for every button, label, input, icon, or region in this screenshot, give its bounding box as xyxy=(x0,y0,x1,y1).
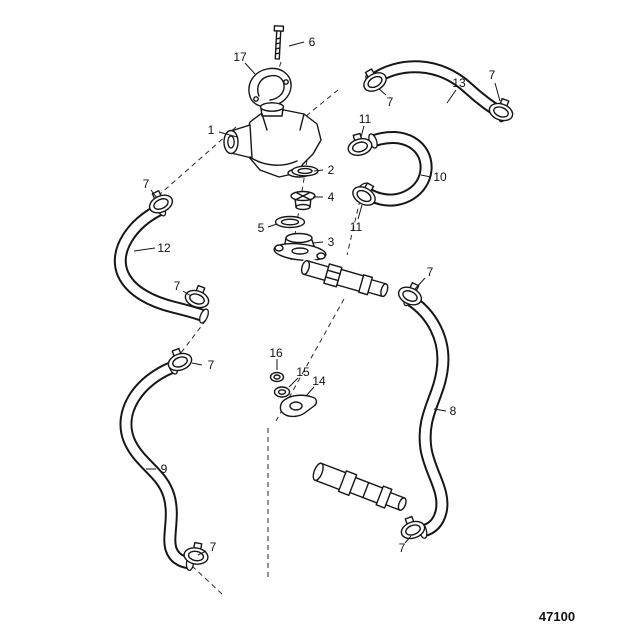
callouts: 6 17 13 7 7 1 11 2 10 4 11 7 5 3 12 7 7 … xyxy=(133,35,501,556)
callout-7f: 7 xyxy=(191,358,215,372)
drawing-number: 47100 xyxy=(539,609,575,624)
svg-text:10: 10 xyxy=(433,170,447,184)
svg-text:2: 2 xyxy=(328,163,335,177)
svg-text:7: 7 xyxy=(399,541,406,555)
callout-13: 13 xyxy=(446,76,466,104)
svg-text:15: 15 xyxy=(296,365,310,379)
thermostat xyxy=(290,190,316,211)
callout-17: 17 xyxy=(233,50,256,75)
nut xyxy=(269,371,285,383)
callout-3: 3 xyxy=(312,235,335,249)
callout-8: 8 xyxy=(433,404,457,418)
pipe-assembly xyxy=(310,460,412,517)
svg-text:7: 7 xyxy=(427,265,434,279)
svg-text:9: 9 xyxy=(161,462,168,476)
svg-text:12: 12 xyxy=(157,241,171,255)
callout-14: 14 xyxy=(305,374,326,397)
stud-bolt xyxy=(273,25,285,60)
callout-7h: 7 xyxy=(399,535,412,555)
callout-2: 2 xyxy=(313,163,335,177)
callout-4: 4 xyxy=(313,190,335,204)
callout-9: 9 xyxy=(146,462,168,476)
callout-7d: 7 xyxy=(174,279,192,297)
callout-7e: 7 xyxy=(414,265,434,290)
svg-text:1: 1 xyxy=(208,123,215,137)
callout-7b: 7 xyxy=(378,88,394,109)
callout-1: 1 xyxy=(208,123,238,138)
svg-text:11: 11 xyxy=(359,112,372,126)
callout-7a: 7 xyxy=(489,68,501,102)
svg-text:7: 7 xyxy=(174,279,181,293)
coupler-fitting xyxy=(299,257,390,300)
lifting-bracket xyxy=(248,67,292,108)
svg-text:7: 7 xyxy=(208,358,215,372)
gasket xyxy=(274,215,306,229)
svg-text:3: 3 xyxy=(328,235,335,249)
callout-7g: 7 xyxy=(197,540,217,556)
outlet-housing xyxy=(273,232,327,262)
svg-text:13: 13 xyxy=(452,76,466,90)
svg-text:5: 5 xyxy=(258,221,265,235)
svg-text:17: 17 xyxy=(233,50,247,64)
hose-end xyxy=(199,308,209,324)
callout-15: 15 xyxy=(288,365,310,388)
thermostat-housing xyxy=(223,102,322,178)
clip-bracket xyxy=(279,394,318,418)
callout-10: 10 xyxy=(420,170,447,184)
svg-text:7: 7 xyxy=(210,540,217,554)
svg-text:8: 8 xyxy=(450,404,457,418)
svg-text:16: 16 xyxy=(269,346,283,360)
svg-text:4: 4 xyxy=(328,190,335,204)
washer xyxy=(273,386,291,398)
svg-text:7: 7 xyxy=(143,177,150,191)
callout-12: 12 xyxy=(133,241,171,255)
svg-text:7: 7 xyxy=(387,95,394,109)
svg-text:14: 14 xyxy=(312,374,326,388)
svg-text:7: 7 xyxy=(489,68,496,82)
callout-7c: 7 xyxy=(143,177,158,199)
callout-6: 6 xyxy=(288,35,316,49)
callout-11a: 11 xyxy=(359,112,372,138)
callout-5: 5 xyxy=(258,221,278,235)
seal-ring xyxy=(291,165,319,177)
svg-text:11: 11 xyxy=(350,220,363,234)
svg-text:6: 6 xyxy=(309,35,316,49)
callout-11b: 11 xyxy=(350,204,363,234)
callout-16: 16 xyxy=(269,346,283,370)
